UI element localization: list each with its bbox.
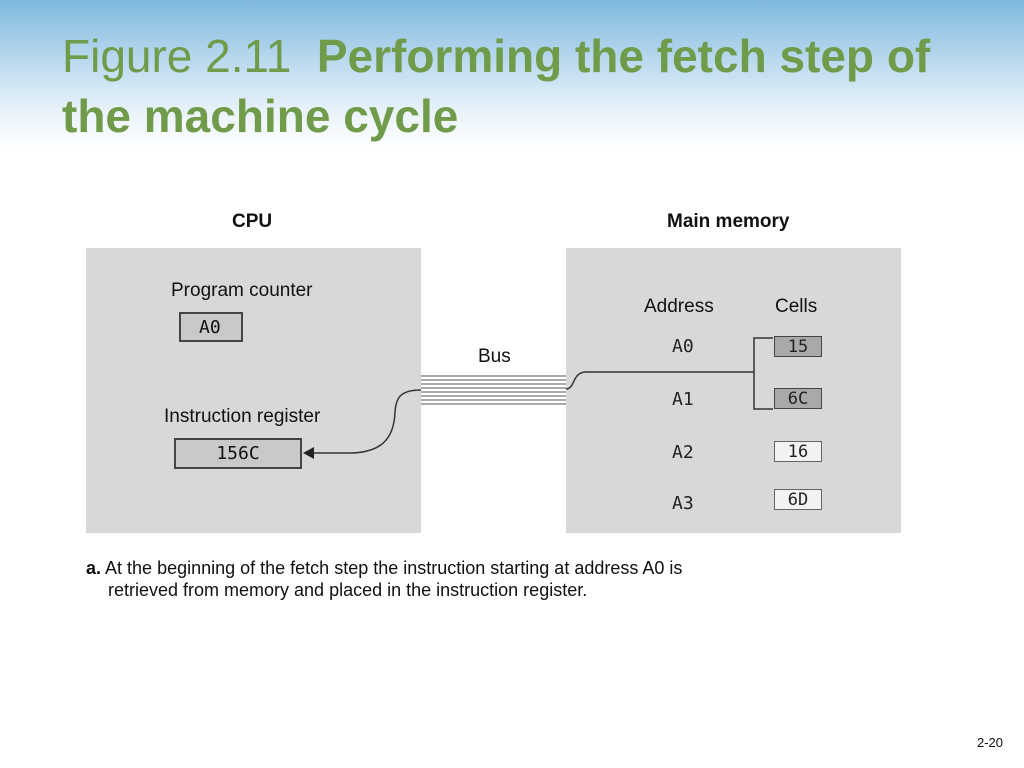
caption-line-1: a. At the beginning of the fetch step th…	[86, 557, 846, 579]
bus-lines	[421, 375, 566, 405]
program-counter-register: A0	[179, 312, 243, 342]
page-number: 2-20	[977, 735, 1004, 750]
caption-text-1: At the beginning of the fetch step the i…	[105, 558, 683, 578]
title-text: Performing the fetch step of the machine…	[62, 30, 931, 142]
memory-address: A3	[672, 493, 694, 514]
memory-address: A0	[672, 336, 694, 357]
title-figure-number: Figure 2.11	[62, 30, 292, 82]
main-memory-heading: Main memory	[667, 211, 790, 232]
bus-label: Bus	[478, 346, 511, 367]
program-counter-label: Program counter	[171, 280, 313, 301]
memory-address: A1	[672, 389, 694, 410]
cells-column-header: Cells	[775, 296, 818, 317]
instruction-register-label: Instruction register	[164, 406, 321, 427]
memory-cell: 15	[774, 336, 822, 357]
cpu-heading: CPU	[232, 211, 273, 232]
slide-title: Figure 2.11 Performing the fetch step of…	[62, 26, 1002, 146]
memory-address: A2	[672, 442, 694, 463]
memory-cell: 6D	[774, 489, 822, 510]
caption-text-2: retrieved from memory and placed in the …	[108, 580, 588, 600]
instruction-register: 156C	[174, 438, 302, 469]
main-memory-panel	[566, 248, 901, 533]
title-banner	[0, 0, 1024, 150]
memory-cell: 16	[774, 441, 822, 462]
address-column-header: Address	[644, 296, 714, 317]
caption-letter: a.	[86, 558, 102, 578]
figure-caption: a. At the beginning of the fetch step th…	[86, 557, 846, 601]
memory-cell: 6C	[774, 388, 822, 409]
